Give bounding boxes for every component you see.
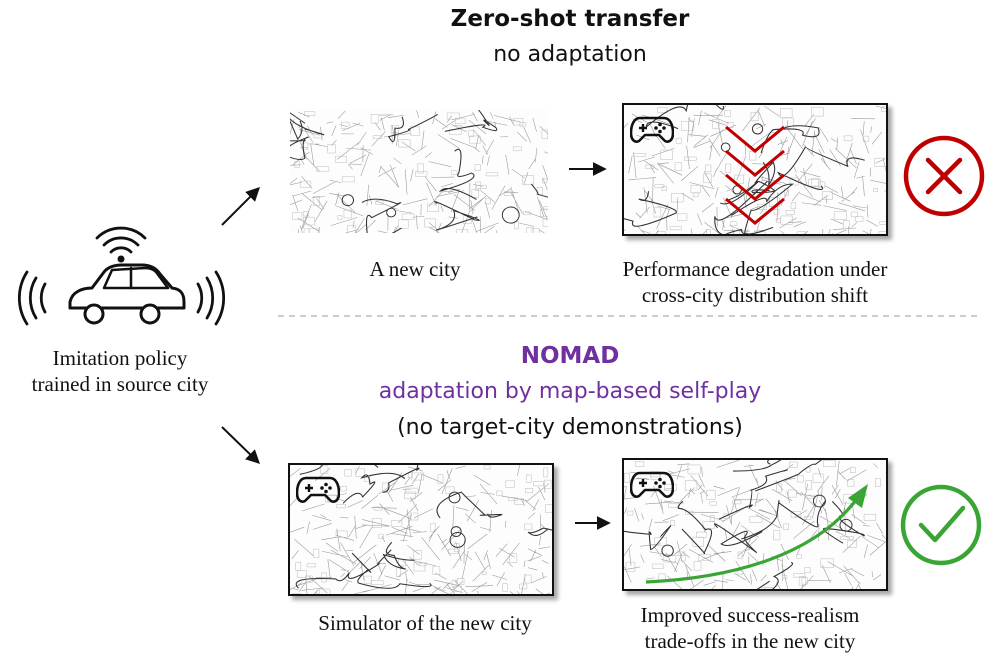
degradation-caption-line1: Performance degradation under [622, 257, 888, 281]
policy-caption-line1: Imitation policy [52, 346, 188, 370]
nomad-subtitle: adaptation by map-based self-play [378, 379, 762, 404]
degradation-chevrons-icon [725, 125, 785, 225]
improved-caption-line1: Improved success-realism [640, 603, 860, 627]
gamepad-icon [630, 471, 674, 498]
street-map-icon [290, 110, 548, 233]
nomad-adapted-map [622, 458, 888, 591]
new-city-caption: A new city [369, 257, 461, 281]
street-map-icon [624, 105, 886, 234]
zero-shot-simulator-map [622, 103, 888, 236]
wireless-signal-icon [17, 226, 226, 326]
policy-caption-line2: trained in source city [31, 372, 209, 396]
policy-caption: Imitation policy trained in source city [5, 345, 235, 397]
arrow-to-nomad [221, 426, 261, 464]
degradation-caption-line2: cross-city distribution shift [641, 283, 869, 307]
improved-caption-line2: trade-offs in the new city [644, 629, 856, 653]
gamepad-icon [630, 116, 674, 143]
simulator-caption: Simulator of the new city [318, 611, 532, 635]
degradation-caption: Performance degradation under cross-city… [585, 256, 925, 308]
new-city-simulator-map [288, 463, 554, 596]
car-icon [68, 263, 186, 325]
check-circle-icon [900, 484, 982, 566]
street-map-icon [290, 465, 552, 594]
arrow-to-zero-shot [221, 187, 260, 226]
new-city-map [290, 110, 548, 233]
zero-shot-title: Zero-shot transfer [450, 6, 690, 32]
improvement-arrow-icon [645, 484, 868, 584]
improved-caption: Improved success-realism trade-offs in t… [595, 602, 905, 654]
street-map-icon [624, 460, 886, 589]
gamepad-icon [296, 476, 340, 503]
nomad-note: (no target-city demonstrations) [397, 415, 743, 440]
nomad-title: NOMAD [520, 343, 620, 369]
zero-shot-subtitle: no adaptation [493, 42, 647, 67]
cross-circle-icon [903, 135, 985, 217]
